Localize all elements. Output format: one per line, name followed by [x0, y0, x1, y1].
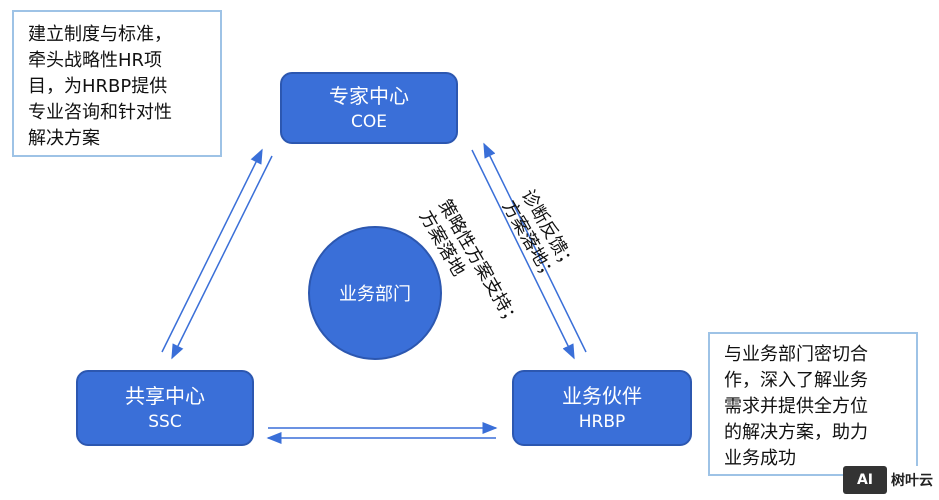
hrbp-description-note: 与业务部门密切合 作，深入了解业务 需求并提供全方位 的解决方案，助力 业务成功 [708, 332, 918, 476]
node-coe-abbr: COE [351, 112, 387, 132]
node-ssc-abbr: SSC [148, 412, 182, 432]
watermark-logo: AI [843, 466, 887, 494]
node-coe-title: 专家中心 [329, 84, 409, 108]
watermark-text: 树叶云 [891, 473, 933, 489]
arrow-coe-to-hrbp [471, 149, 575, 360]
arrow-coe-to-ssc [171, 155, 273, 360]
center-business-unit: 业务部门 [308, 226, 442, 360]
node-ssc: 共享中心 SSC [76, 370, 254, 446]
coe-description-note: 建立制度与标准， 牵头战略性HR项 目，为HRBP提供 专业咨询和针对性 解决方… [12, 10, 222, 157]
node-hrbp-abbr: HRBP [578, 412, 626, 432]
watermark: AI 树叶云 [843, 466, 933, 494]
node-coe: 专家中心 COE [280, 72, 458, 144]
arrow-hrbp-to-coe [483, 142, 587, 353]
node-ssc-title: 共享中心 [125, 384, 205, 408]
node-hrbp-title: 业务伙伴 [562, 384, 642, 408]
center-label: 业务部门 [339, 284, 411, 305]
arrow-ssc-to-coe [161, 148, 263, 353]
node-hrbp: 业务伙伴 HRBP [512, 370, 692, 446]
